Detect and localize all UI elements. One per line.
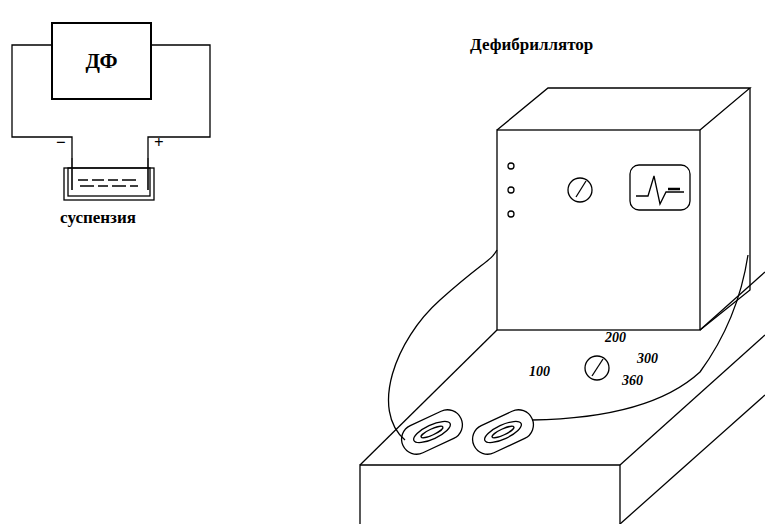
wire [148, 45, 210, 158]
cable [532, 255, 748, 420]
base-edge [700, 272, 765, 330]
pulse-wave [636, 176, 684, 204]
base-edge [620, 335, 765, 465]
energy-value: 300 [637, 352, 658, 366]
liquid [78, 180, 138, 186]
paddle [468, 405, 539, 459]
node-text: ДФ [85, 49, 117, 74]
energy-value: 200 [605, 331, 626, 345]
paddle [397, 405, 468, 459]
indicator [508, 211, 514, 217]
node-text: суспензия [30, 208, 166, 228]
electrode [71, 158, 73, 190]
device-front [497, 130, 700, 330]
device-side [700, 88, 750, 330]
polarity-sign: − [56, 134, 66, 151]
pulse-mark [668, 188, 680, 191]
cable [389, 250, 497, 440]
base-edge [620, 395, 765, 524]
cuvette [64, 168, 154, 200]
cuvette-inner [68, 168, 150, 196]
indicator [508, 163, 514, 169]
indicator [508, 187, 514, 193]
title: Дефибриллятор [470, 36, 593, 53]
base-front [360, 465, 620, 524]
electrode [147, 158, 149, 190]
energy-value: 100 [529, 365, 550, 379]
device-top [497, 88, 750, 130]
energy-knob [585, 356, 609, 380]
dial-pointer [576, 181, 586, 197]
screen [630, 165, 690, 210]
knob-pointer [592, 359, 603, 376]
dial [568, 178, 592, 202]
base-edge [360, 330, 497, 465]
device-box: ДФ [51, 22, 152, 100]
suspension-cuvette: суспензия [30, 158, 166, 232]
wire [12, 45, 72, 158]
energy-value: 360 [622, 374, 643, 388]
polarity-sign: + [154, 134, 164, 151]
